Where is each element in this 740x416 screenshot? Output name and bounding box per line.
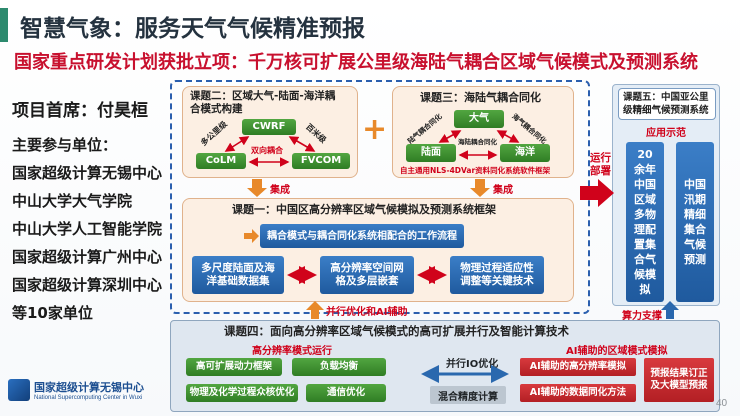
label-bidirectional: 双向耦合 (251, 146, 283, 155)
demo-label: 应用示范 (646, 128, 686, 139)
deploy-label: 运行部署 (590, 152, 611, 177)
unit-item: 等10家单位 (12, 304, 93, 322)
project-lead: 项目首席：付昊桓 (12, 101, 148, 121)
unit-item: 中山大学大气学院 (12, 192, 133, 210)
parallel-ai-label: 并行优化和AI辅助 (326, 307, 408, 318)
unit-item: 国家超级计算深圳中心 (12, 276, 163, 294)
ai-assimilation-box: AI辅助的数据同化方法 (520, 384, 636, 402)
topic1-header: 课题一：中国区高分辨率区域气候模拟及预测系统框架 (232, 203, 496, 216)
integrate-label-left: 集成 (270, 185, 290, 196)
colm-box: CoLM (196, 153, 246, 169)
page-number: 40 (716, 398, 728, 409)
physics-tuning-box: 物理过程适应性调整等关键技术 (450, 256, 544, 294)
communication-optimization-box: 通信优化 (306, 384, 386, 402)
land-box: 陆面 (406, 144, 456, 162)
topic3-header: 课题三：海陆气耦合同化 (420, 91, 541, 104)
forecast-correction-box: 预报结果订正及大模型预报 (644, 358, 714, 402)
topic4-header: 课题四：面向高分辨率区域气候模式的高可扩展并行及智能计算技术 (224, 324, 569, 338)
plus-sign: + (362, 112, 388, 147)
grid-nesting-box: 高分辨率空间网格及多层嵌套 (320, 256, 414, 294)
load-balance-box: 负载均衡 (292, 358, 386, 376)
topic3-panel (392, 86, 574, 178)
unit-item: 国家超级计算无锡中心 (12, 164, 163, 182)
integrate-label-right: 集成 (493, 185, 513, 196)
ai-highres-box: AI辅助的高分辨率模拟 (520, 358, 636, 376)
label-land-ocean-assim: 海陆耦合同化 (458, 138, 497, 146)
units-header: 主要参与单位： (12, 136, 118, 154)
slide-subtitle: 国家重点研发计划获批立项：千万核可扩展公里级海陆气耦合区域气候模式及预测系统 (14, 52, 698, 73)
topic4-right-header: AI辅助的区域模式模拟 (566, 346, 668, 357)
flood-season-forecast-box: 中国汛期精细集合气候预测 (676, 142, 714, 302)
dynamic-core-box: 高可扩展动力框架 (186, 358, 282, 376)
topic2-header: 课题二：区域大气-陆面-海洋耦合模式构建 (190, 90, 336, 115)
workflow-box: 耦合模式与耦合同化系统相配合的工作流程 (260, 224, 464, 248)
title-accent-bar (0, 8, 8, 42)
fvcom-box: FVCOM (292, 153, 350, 169)
ensemble-simulation-box: 20余年中国区域多物理配置集合气候模拟 (626, 142, 664, 302)
nsc-wuxi-logo-icon (8, 379, 30, 401)
slide-title: 智慧气象：服务天气气候精准预报 (20, 16, 365, 42)
compute-support-label: 算力支撑 (622, 311, 662, 322)
parallel-io-label: 并行IO优化 (446, 359, 499, 370)
logo-name-en: National Supercomputing Center in Wuxi (34, 395, 143, 401)
topic3-footer: 自主通用NLS-4DVar资料同化系统软件框架 (400, 166, 551, 175)
manycore-optimization-box: 物理及化学过程众核优化 (186, 384, 298, 402)
unit-item: 中山大学人工智能学院 (12, 220, 163, 238)
dataset-box: 多尺度陆面及海洋基础数据集 (192, 256, 284, 294)
logo-name: 国家超级计算无锡中心 (34, 381, 144, 394)
atmosphere-box: 大气 (454, 110, 504, 128)
cwrf-box: CWRF (242, 119, 296, 135)
unit-item: 国家超级计算广州中心 (12, 248, 163, 266)
topic4-left-header: 高分辨率模式运行 (252, 346, 332, 357)
topic5-header: 课题五：中国亚公里级精细气候预测系统 (618, 88, 716, 120)
ocean-box: 海洋 (500, 144, 550, 162)
mixed-precision-box: 混合精度计算 (430, 386, 506, 404)
